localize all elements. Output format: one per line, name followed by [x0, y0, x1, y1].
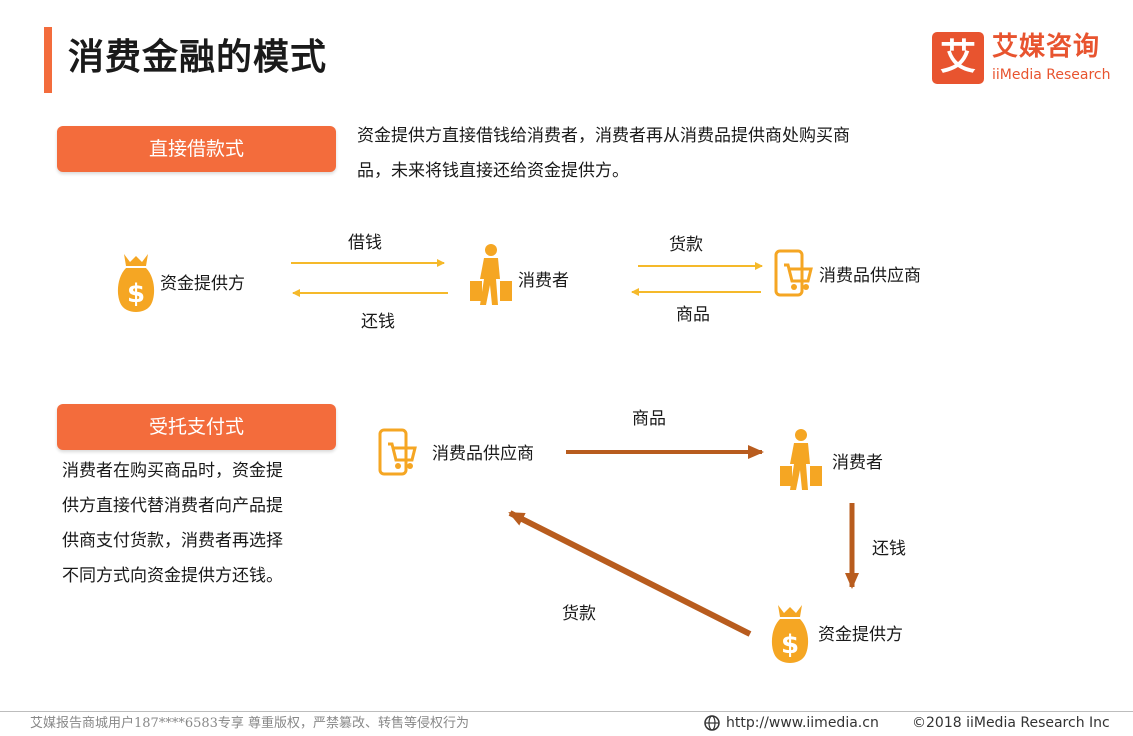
- logo-mark-icon: 艾: [932, 32, 984, 84]
- shopper-icon: [780, 429, 822, 490]
- direct-desc-line: 资金提供方直接借钱给消费者，消费者再从消费品提供商处购买商: [357, 126, 850, 146]
- page-title: 消费金融的模式: [68, 37, 328, 78]
- edge-label-repay: 还钱: [361, 312, 395, 332]
- arrow-payment-2: [508, 510, 752, 637]
- node-consumer-2: 消费者: [832, 453, 883, 473]
- footer-notice: 艾媒报告商城用户187****6583专享 尊重版权，严禁篡改、转售等侵权行为: [30, 716, 470, 731]
- shopper-icon: [470, 244, 512, 305]
- node-lender-2: 资金提供方: [818, 625, 903, 645]
- entrusted-desc-line: 供商支付货款，消费者再选择: [62, 531, 283, 551]
- phone-cart-icon: [774, 249, 813, 297]
- edge-label-goods: 商品: [676, 305, 710, 325]
- brand-logo: 艾 艾媒咨询 iiMedia Research: [932, 30, 1112, 86]
- direct-loan-heading: 直接借款式: [57, 126, 336, 172]
- logo-chinese-name: 艾媒咨询: [992, 32, 1101, 62]
- svg-text:$: $: [127, 279, 145, 309]
- footer-copyright: ©2018 iiMedia Research Inc: [912, 715, 1110, 731]
- entrusted-desc-line: 不同方式向资金提供方还钱。: [62, 566, 283, 586]
- edge-label-goods-2: 商品: [632, 409, 666, 429]
- node-supplier: 消费品供应商: [819, 266, 921, 286]
- node-consumer: 消费者: [518, 271, 569, 291]
- direct-desc-line: 品，未来将钱直接还给资金提供方。: [357, 161, 629, 181]
- money-bag-icon: $: [117, 254, 155, 312]
- footer-url-link[interactable]: http://www.iimedia.cn: [726, 715, 879, 731]
- edge-label-payment-2: 货款: [562, 604, 596, 624]
- edge-label-payment: 货款: [669, 235, 703, 255]
- entrusted-desc-line: 消费者在购买商品时，资金提: [62, 461, 283, 481]
- title-accent-bar: [44, 27, 52, 93]
- money-bag-icon: $: [771, 605, 809, 663]
- node-supplier-2: 消费品供应商: [432, 444, 534, 464]
- node-lender: 资金提供方: [160, 274, 245, 294]
- entrusted-desc-line: 供方直接代替消费者向产品提: [62, 496, 283, 516]
- phone-cart-icon: [378, 428, 417, 476]
- footer-divider: [0, 711, 1133, 712]
- logo-english-name: iiMedia Research: [992, 67, 1111, 83]
- entrusted-payment-description: 消费者在购买商品时，资金提 供方直接代替消费者向产品提 供商支付货款，消费者再选…: [62, 454, 332, 594]
- edge-label-repay-2: 还钱: [872, 539, 906, 559]
- direct-loan-description: 资金提供方直接借钱给消费者，消费者再从消费品提供商处购买商 品，未来将钱直接还给…: [357, 119, 917, 189]
- entrusted-payment-heading: 受托支付式: [57, 404, 336, 450]
- edge-label-borrow: 借钱: [348, 233, 382, 253]
- svg-text:$: $: [781, 630, 799, 660]
- globe-icon: [704, 715, 720, 731]
